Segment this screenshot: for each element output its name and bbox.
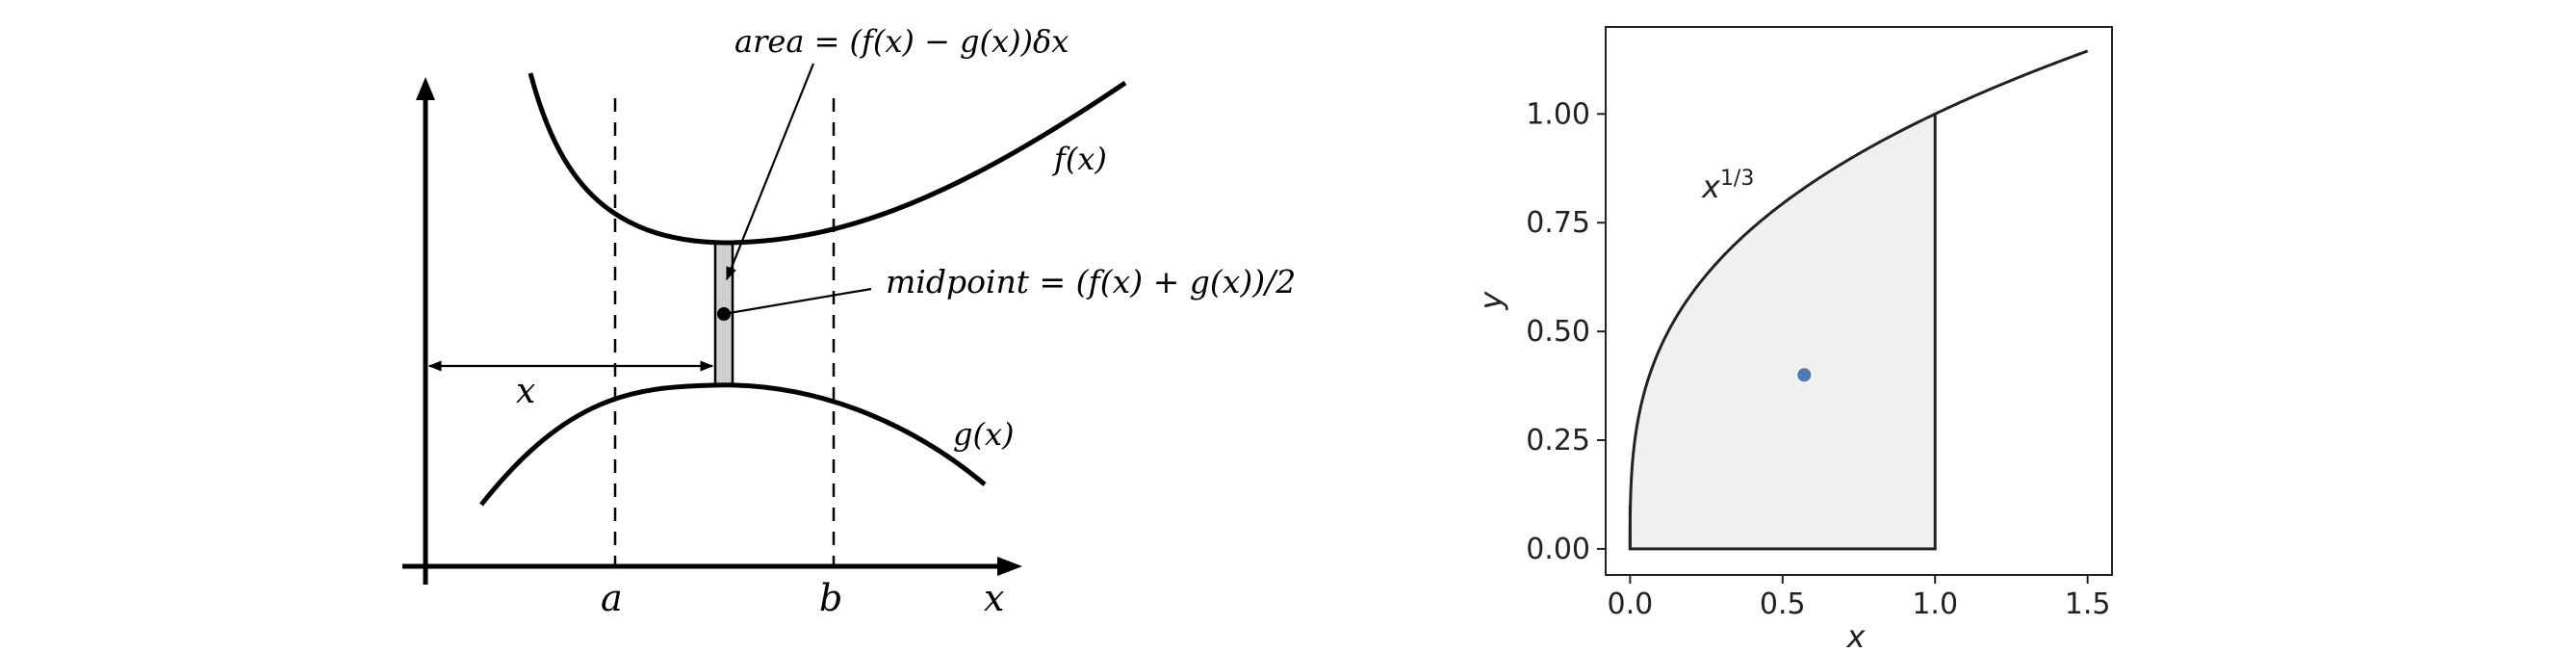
y-axis-label-chart: y xyxy=(1473,290,1509,310)
x-tick-label: 0.5 xyxy=(1760,588,1806,621)
y-tick-label: 1.00 xyxy=(1526,97,1590,131)
midpoint-leader xyxy=(723,287,872,316)
y-tick-label: 0.75 xyxy=(1526,206,1590,240)
midpoint-annotation: midpoint = (f(x) + g(x))/2 xyxy=(886,263,1296,300)
centroid-point xyxy=(1797,368,1812,382)
right-chart: 0.0 0.5 1.0 1.5 0.00 0.25 0.50 0.75 1.00 x1/3 x… xyxy=(1473,26,2113,653)
x-tick-label: 1.0 xyxy=(1912,588,1958,621)
y-axis-arrowhead xyxy=(416,77,435,100)
g-label: g(x) xyxy=(953,416,1015,453)
area-arrow xyxy=(725,63,815,281)
area-annotation: area = (f(x) − g(x))δx xyxy=(734,23,1069,60)
x-ticks: 0.0 0.5 1.0 1.5 xyxy=(1607,575,2111,621)
y-tick-label: 0.25 xyxy=(1526,424,1590,457)
f-curve xyxy=(528,72,1127,246)
y-tick-label: 0.50 xyxy=(1526,315,1590,349)
f-label: f(x) xyxy=(1052,141,1107,177)
b-label: b xyxy=(819,577,842,619)
left-diagram: area = (f(x) − g(x))δx midpoint = (f(x) … xyxy=(402,23,1296,619)
x-axis-label: x xyxy=(984,577,1004,619)
y-tick-label: 0.00 xyxy=(1526,533,1590,566)
x-tick-label: 0.0 xyxy=(1607,588,1653,621)
a-label: a xyxy=(601,577,623,619)
x-axis-arrowhead xyxy=(997,557,1022,576)
x-distance-label: x xyxy=(516,372,535,411)
cube-root-curve xyxy=(1628,49,2089,549)
y-ticks: 0.00 0.25 0.50 0.75 1.00 xyxy=(1526,97,1606,566)
curve-label: x1/3 xyxy=(1701,167,1754,205)
shaded-region xyxy=(1630,114,1936,549)
x-axis-label-chart: x xyxy=(1846,618,1867,653)
plot-frame xyxy=(1605,26,2113,576)
g-curve xyxy=(479,382,987,507)
x-tick-label: 1.5 xyxy=(2065,588,2111,621)
